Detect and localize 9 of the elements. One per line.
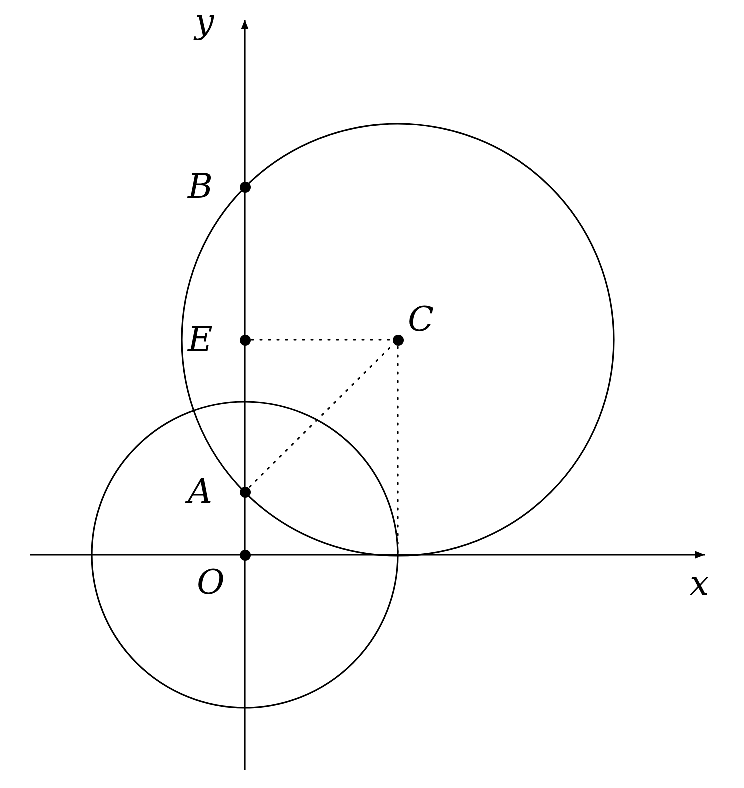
point-label: E xyxy=(188,319,213,362)
axis-label: x xyxy=(690,563,710,606)
axis-label: y xyxy=(195,1,214,44)
point-label: O xyxy=(197,562,225,605)
point-label: A xyxy=(188,470,213,514)
point-label: B xyxy=(188,166,213,209)
dotted-line xyxy=(397,346,399,554)
point-label: C xyxy=(408,299,434,342)
dotted-line xyxy=(251,339,392,341)
